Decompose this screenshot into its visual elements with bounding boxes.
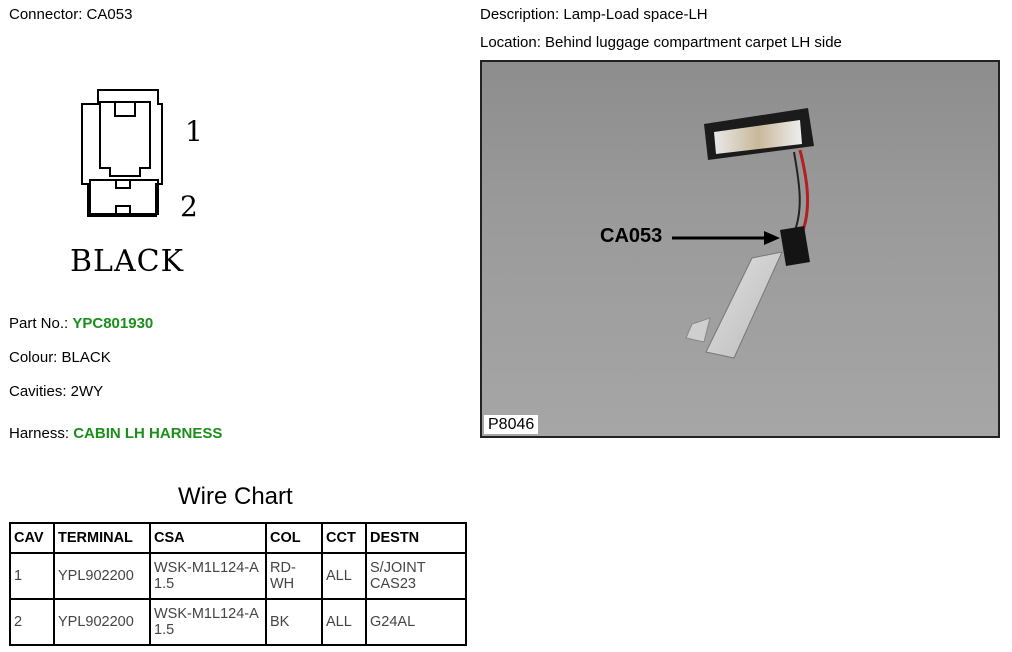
wire-chart-table: CAV TERMINAL CSA COL CCT DESTN 1 YPL9022…: [9, 522, 467, 646]
cell-destn: S/JOINT CAS23: [365, 552, 467, 600]
cell-cct: ALL: [321, 552, 367, 600]
header-terminal: TERMINAL: [53, 522, 151, 554]
pin-label-1: 1: [185, 115, 203, 148]
cell-terminal: YPL902200: [53, 552, 151, 600]
photo-reference: P8046: [484, 415, 539, 434]
connector-color-label: BLACK: [70, 244, 184, 279]
description-label: Description: Lamp-Load space-LH: [480, 6, 708, 23]
colour-row: Colour: BLACK: [9, 349, 111, 366]
header-csa: CSA: [149, 522, 267, 554]
cell-cct: ALL: [321, 598, 367, 646]
harness-label: Harness:: [9, 425, 70, 442]
wire-chart-title: Wire Chart: [178, 483, 293, 510]
part-no-value: YPC801930: [72, 315, 154, 332]
cell-cav: 2: [9, 598, 55, 646]
cell-csa: WSK-M1L124-A 1.5: [149, 552, 267, 600]
harness-value: CABIN LH HARNESS: [73, 425, 223, 442]
table-row: 1 YPL902200 WSK-M1L124-A 1.5 RD-WH ALL S…: [9, 552, 467, 600]
cavities-row: Cavities: 2WY: [9, 383, 104, 400]
connector-diagram: 1 2 BLACK: [60, 80, 230, 290]
header-col: COL: [265, 522, 323, 554]
location-photo: CA053 P8046: [480, 60, 1000, 438]
cell-csa: WSK-M1L124-A 1.5: [149, 598, 267, 646]
location-label: Location: Behind luggage compartment car…: [480, 34, 842, 51]
harness-row: Harness: CABIN LH HARNESS: [9, 425, 222, 442]
photo-callout-label: CA053: [600, 225, 663, 247]
cell-cav: 1: [9, 552, 55, 600]
pin-label-2: 2: [180, 190, 198, 223]
header-destn: DESTN: [365, 522, 467, 554]
header-cct: CCT: [321, 522, 367, 554]
cell-terminal: YPL902200: [53, 598, 151, 646]
part-no-row: Part No.: YPC801930: [9, 315, 153, 332]
table-row: 2 YPL902200 WSK-M1L124-A 1.5 BK ALL G24A…: [9, 598, 467, 646]
cell-col: BK: [265, 598, 323, 646]
header-cav: CAV: [9, 522, 55, 554]
cell-destn: G24AL: [365, 598, 467, 646]
table-header-row: CAV TERMINAL CSA COL CCT DESTN: [9, 522, 467, 554]
connector-label: Connector: CA053: [9, 6, 133, 23]
connector-outline-icon: [81, 89, 163, 217]
cell-col: RD-WH: [265, 552, 323, 600]
photo-illustration: [672, 108, 814, 359]
part-no-label: Part No.:: [9, 315, 69, 332]
